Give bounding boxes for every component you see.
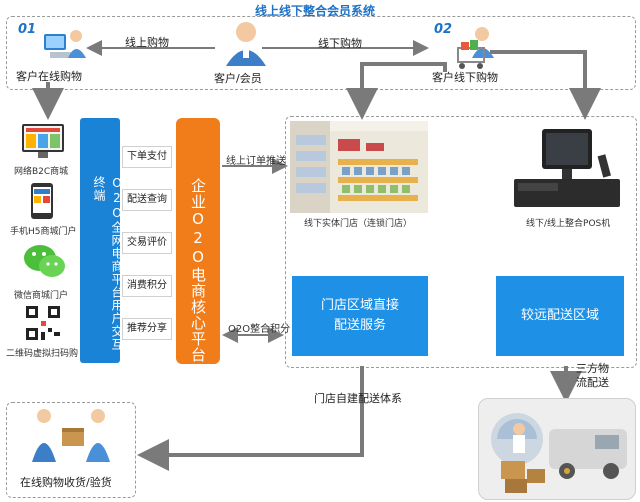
logistics-image (478, 398, 636, 500)
terminal-qrcode: 二维码虚拟扫码购 (6, 304, 80, 360)
member-label: 客户/会员 (214, 72, 262, 85)
store-photo (290, 121, 428, 213)
store-shelves-image (290, 121, 428, 213)
function-consumption-points: 消费积分 (122, 275, 172, 297)
function-delivery-query: 配送查询 (122, 189, 172, 211)
monitor-icon (22, 124, 64, 158)
pos-icon (514, 129, 620, 207)
wechat-icon (24, 245, 65, 277)
offline-step-number: 02 (434, 22, 453, 37)
receive-figure: 在线购物收货/验货 (14, 404, 130, 494)
shopping-cart-icon (457, 27, 494, 69)
logistics-van-icon (491, 413, 627, 493)
member-icon (226, 22, 266, 66)
far-delivery-label: 较远配送区域 (520, 308, 599, 323)
third-party-label: 三方物流配送 (576, 362, 609, 389)
online-order-push-label: 线上订单推送 (226, 156, 286, 167)
receive-container (6, 402, 136, 498)
function-recommend-share: 推荐分享 (122, 318, 172, 340)
terminal-wechat-label: 微信商城门户 (14, 291, 69, 301)
o2o-points-label: O2O整合积分 (228, 324, 291, 335)
core-platform-panel: 企业O2O电商核心平台 (176, 118, 220, 364)
delivery-handover-icon (32, 409, 110, 462)
receive-label: 在线购物收货/验货 (20, 476, 112, 489)
pos-caption: 线下/线上整合POS机 (526, 219, 611, 229)
computer-user-icon (44, 30, 86, 58)
terminal-panel: O2O全网电商平台用户交互终端 (80, 118, 124, 363)
store-delivery-service: 门店区域直接配送服务 (292, 276, 428, 356)
function-order-pay: 下单支付 (122, 146, 172, 168)
member-figure: 客户/会员 (208, 20, 278, 85)
online-shopping-figure: 01 客户在线购物 (14, 20, 94, 83)
terminal-list: 网络B2C商城 手机H5商城门户 微信商城门户 (6, 118, 80, 363)
self-delivery-label: 门店自建配送体系 (314, 392, 402, 405)
phone-icon (31, 183, 53, 219)
online-label: 客户在线购物 (16, 70, 82, 83)
offline-label: 客户线下购物 (432, 71, 498, 84)
core-platform-label: 企业O2O电商核心平台 (189, 178, 207, 363)
terminal-h5: 手机H5商城门户 (6, 182, 80, 238)
online-step-number: 01 (18, 22, 37, 37)
diagram-title: 线上线下整合会员系统 (255, 4, 376, 18)
terminal-b2c-label: 网络B2C商城 (14, 167, 69, 177)
terminal-qrcode-label: 二维码虚拟扫码购 (6, 349, 79, 359)
arrow-offline-label: 线下购物 (318, 37, 362, 50)
terminal-h5-label: 手机H5商城门户 (10, 227, 77, 237)
pos-machine (508, 125, 628, 211)
qrcode-icon (24, 304, 62, 342)
store-delivery-label: 门店区域直接配送服务 (320, 298, 399, 333)
store-container (285, 116, 637, 368)
top-container (6, 16, 636, 90)
terminal-panel-label: O2O全网电商平台用户交互终端 (92, 176, 124, 351)
store-photo-caption: 线下实体门店（连锁门店） (304, 219, 413, 229)
terminal-wechat: 微信商城门户 (6, 242, 80, 301)
function-transaction-review: 交易评价 (122, 232, 172, 254)
terminal-b2c: 网络B2C商城 (6, 118, 80, 178)
far-delivery-service: 较远配送区域 (496, 276, 624, 356)
offline-shopping-figure: 02 客户线下购物 (430, 20, 510, 84)
arrow-online-label: 线上购物 (125, 36, 169, 49)
